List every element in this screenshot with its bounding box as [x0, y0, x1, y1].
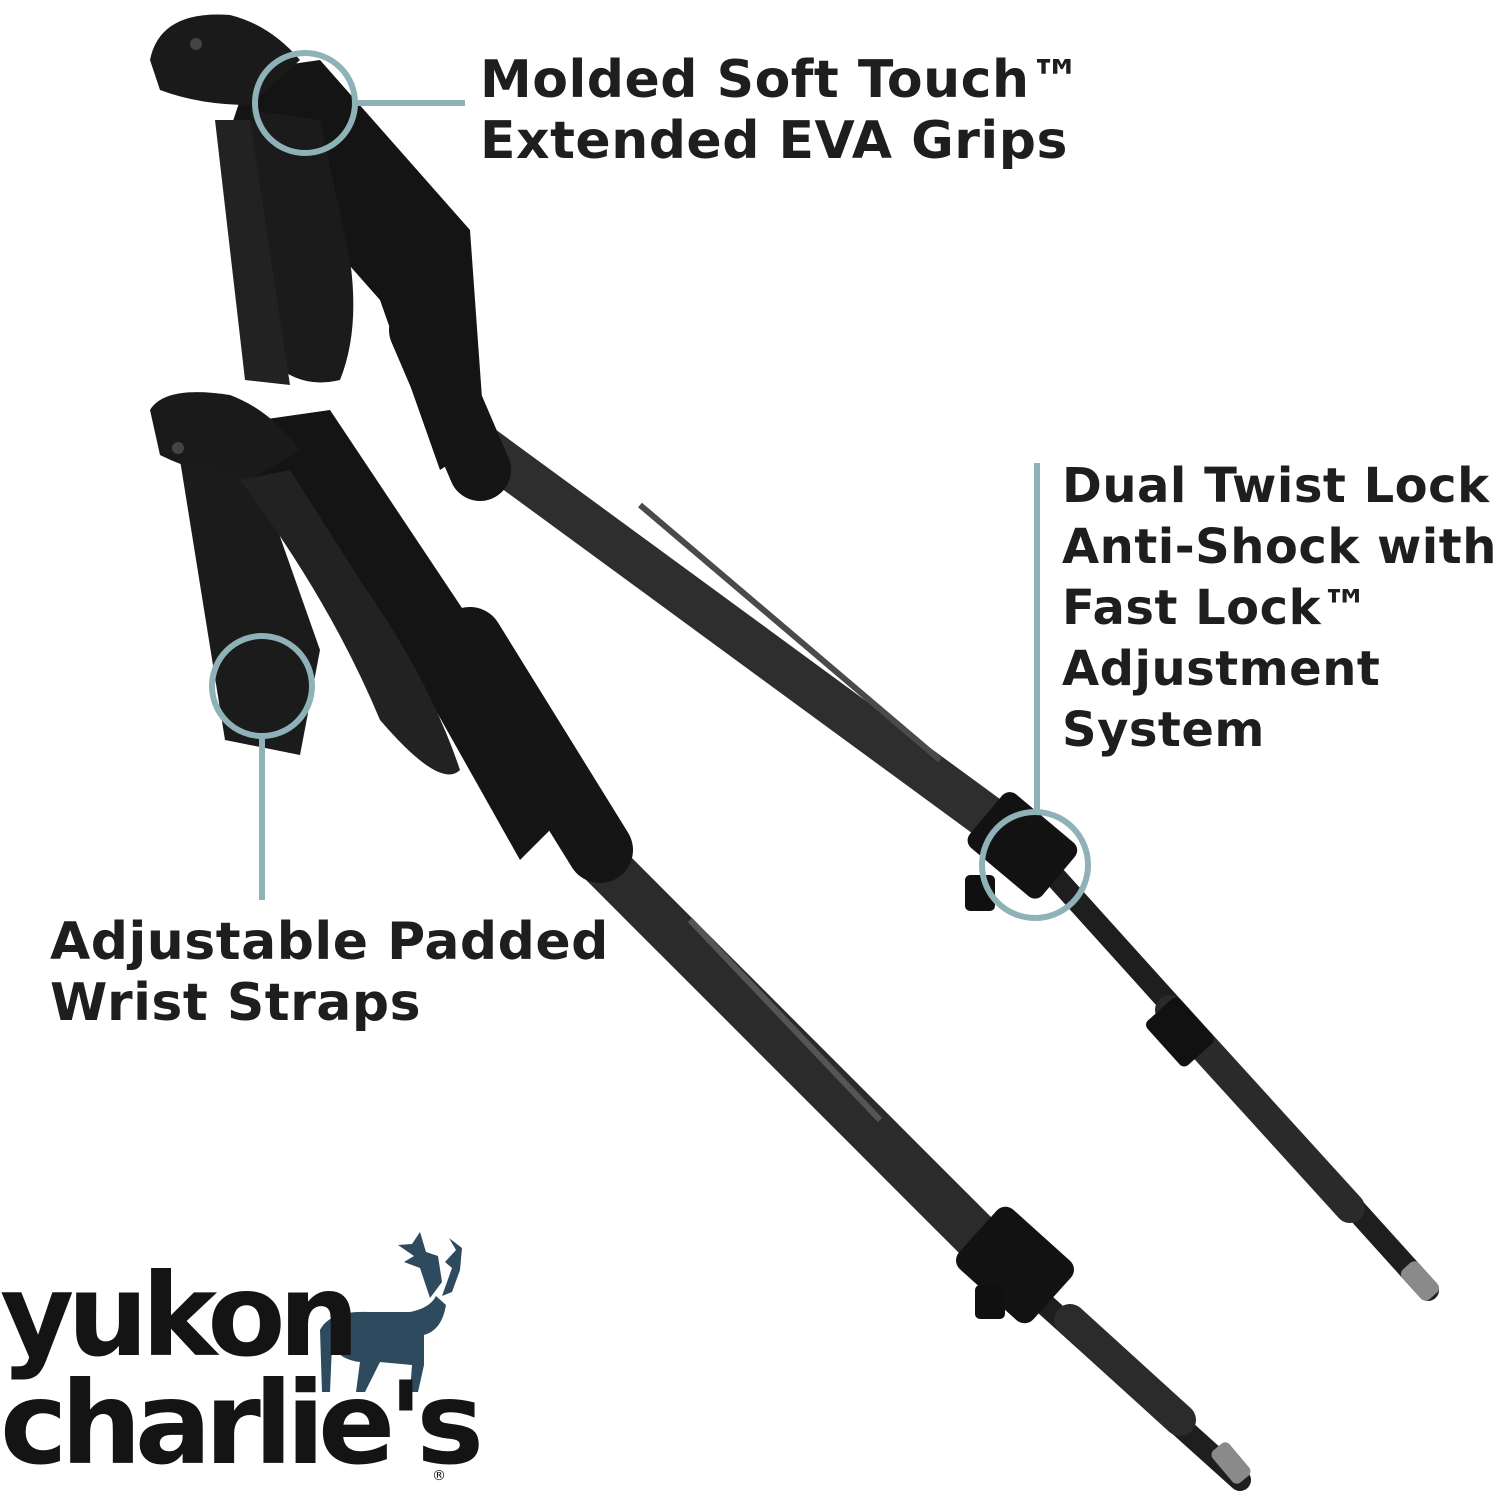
twist-lock-front	[956, 1206, 1074, 1324]
wrist-strap-front	[180, 460, 320, 755]
callout-line: Adjustment	[1062, 641, 1381, 697]
callout-lock-text: Dual Twist Lock Anti-Shock with Fast Loc…	[1062, 456, 1497, 761]
callout-grips-marker	[252, 50, 465, 156]
eva-grip-front	[150, 392, 633, 883]
trekking-pole-back	[150, 14, 1440, 1301]
callout-line: Molded Soft Touch™	[480, 50, 1083, 110]
callout-line: Wrist Straps	[50, 973, 422, 1033]
callout-lock-marker	[979, 463, 1091, 921]
trekking-pole-front	[150, 392, 1251, 1491]
callout-line: System	[1062, 702, 1265, 758]
callout-straps-text: Adjustable Padded Wrist Straps	[50, 912, 609, 1034]
brand-logo: yukon charlie's	[0, 1249, 484, 1490]
registered-mark: ®	[432, 1468, 446, 1484]
callout-straps-marker	[209, 633, 315, 900]
callout-line: Anti-Shock with	[1062, 519, 1497, 575]
lower-lock-collar	[1146, 997, 1214, 1067]
tip-ferrule-front	[1211, 1442, 1251, 1484]
brand-line: charlie's	[0, 1357, 484, 1490]
callout-line: Adjustable Padded	[50, 912, 609, 972]
callout-line: Dual Twist Lock	[1062, 458, 1490, 514]
callout-line: Extended EVA Grips	[480, 111, 1068, 171]
caribou-icon	[320, 1232, 462, 1392]
callout-grips-text: Molded Soft Touch™ Extended EVA Grips	[480, 50, 1082, 172]
tip-ferrule	[1400, 1261, 1440, 1301]
brand-line: yukon	[0, 1249, 360, 1382]
callout-line: Fast Lock™	[1062, 580, 1370, 636]
